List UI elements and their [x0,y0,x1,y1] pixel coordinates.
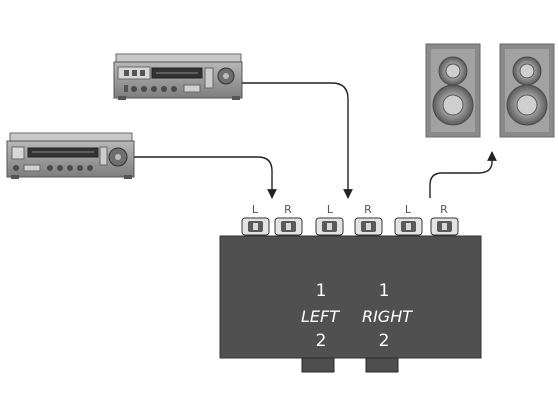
switch-box [219,235,482,359]
jack-label: L [327,203,334,216]
left-channel-label: LEFT [301,307,340,326]
left-input-2-label: 2 [316,331,327,351]
right-input-2-label: 2 [379,331,390,351]
rca-jack-icon [241,217,270,236]
jack-label: R [440,203,448,216]
rca-jack-icon [430,217,459,236]
bottom-receiver-icon [6,132,135,179]
wire-top-receiver-to-input-2 [242,82,353,199]
jack-labels: L R L R L R [252,203,448,216]
rca-jack-icon [354,217,383,236]
left-speaker-icon [425,43,481,138]
right-selector-switch[interactable] [365,357,399,373]
top-receiver-icon [113,53,243,100]
wire-output-to-speakers [429,151,497,198]
left-selector-switch[interactable] [301,357,335,373]
right-channel-label: RIGHT [362,307,413,326]
rca-jack-icon [274,217,303,236]
rca-jack-icon [315,217,344,236]
jack-label: L [252,203,259,216]
right-speaker-icon [499,43,555,138]
rca-jack-icon [394,217,423,236]
right-input-1-label: 1 [379,281,390,301]
jack-label: R [284,203,292,216]
wire-bottom-receiver-to-input-1 [134,156,277,199]
jack-label: R [364,203,372,216]
rca-jacks [241,217,459,236]
jack-label: L [405,203,412,216]
left-input-1-label: 1 [316,281,327,301]
